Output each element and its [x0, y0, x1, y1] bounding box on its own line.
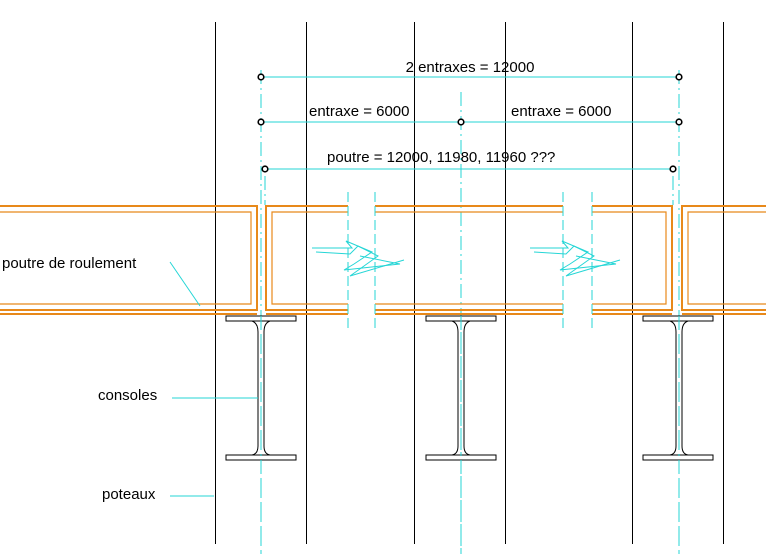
dim-marker: [257, 73, 265, 81]
console-web: [451, 320, 471, 456]
dimension-markers: [257, 73, 683, 173]
dim-marker: [669, 165, 677, 173]
axis-lines: [260, 70, 680, 554]
dim-marker: [257, 118, 265, 126]
beam-middle-part-1: [265, 205, 348, 311]
beam-left: [0, 205, 258, 311]
dim-marker: [457, 118, 465, 126]
beam-middle-part-1-inner: [271, 211, 348, 305]
beam-middle-part-3: [592, 205, 673, 311]
console-web: [669, 320, 689, 456]
dimension-lines: [261, 76, 679, 170]
beam-right-inner: [687, 211, 766, 305]
dim-marker: [261, 165, 269, 173]
label-poteaux: poteaux: [102, 486, 156, 503]
beam-right: [681, 205, 766, 311]
break-symbol-left-2: [315, 245, 405, 277]
dim-text-poutre: poutre = 12000, 11980, 11960 ???: [327, 149, 555, 166]
axis-lines-overlay: [260, 316, 680, 554]
columns: [215, 22, 724, 544]
beam-middle-part-3-inner: [592, 211, 667, 305]
break-symbol-left: [312, 240, 401, 271]
break-symbol-right-2: [533, 245, 621, 277]
console-flange-bottom: [642, 454, 714, 461]
consoles: [225, 315, 714, 461]
leader-beam: [169, 261, 201, 307]
label-consoles: consoles: [98, 387, 157, 404]
beam-left-inner: [0, 211, 252, 305]
dim-marker: [675, 73, 683, 81]
label-beam: poutre de roulement: [2, 255, 137, 272]
console-right: [642, 315, 714, 461]
leaders: [169, 261, 258, 497]
break-symbol-right: [530, 240, 617, 271]
dim-marker: [675, 118, 683, 126]
dim-text-total: 2 entraxes = 12000: [406, 59, 535, 76]
crane-beams: [0, 205, 766, 315]
break-symbols: [312, 192, 621, 330]
dim-text-entraxe-right: entraxe = 6000: [511, 103, 612, 120]
console-flange-top: [642, 315, 714, 322]
dim-text-entraxe-left: entraxe = 6000: [309, 103, 410, 120]
console-web: [251, 320, 271, 456]
